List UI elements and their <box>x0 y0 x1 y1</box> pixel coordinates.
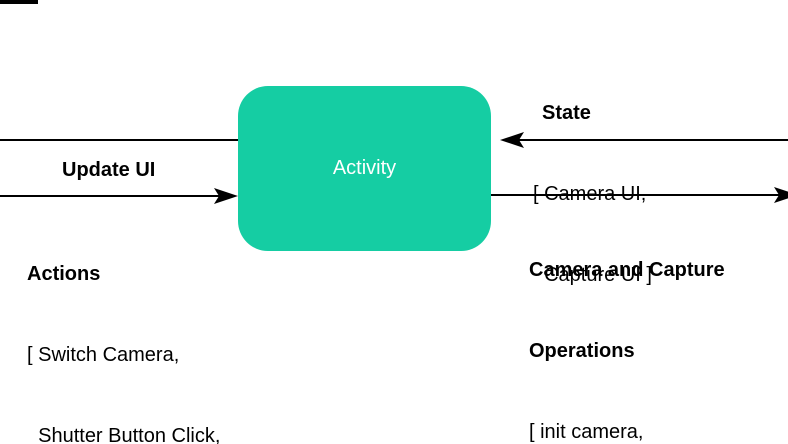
camera-ops-heading: Camera and Capture <box>529 259 725 281</box>
state-arrowhead-icon <box>500 132 524 148</box>
state-line: [ Camera UI, <box>533 183 647 205</box>
update-ui-label: Update UI <box>62 103 155 238</box>
top-left-crop-artifact <box>0 0 38 4</box>
camera-ops-label: Camera and Capture Operations [ init cam… <box>529 203 725 444</box>
state-heading: State <box>542 102 591 124</box>
actions-line: Shutter Button Click, <box>27 425 221 444</box>
camera-ops-heading: Operations <box>529 340 635 362</box>
camera-ops-line: [ init camera, <box>529 421 644 443</box>
state-label: State [ Camera UI, Capture UI ] <box>533 46 652 343</box>
update-ui-heading: Update UI <box>62 159 156 181</box>
state-line: Capture UI ] <box>533 264 652 286</box>
actions-label: Actions [ Switch Camera, Shutter Button … <box>27 207 269 444</box>
activity-node-label: Activity <box>332 157 397 179</box>
actions-heading: Actions <box>27 263 101 285</box>
actions-line: [ Switch Camera, <box>27 344 180 366</box>
camera-ops-arrowhead-icon <box>774 187 788 203</box>
activity-node: Activity <box>238 86 491 251</box>
actions-arrowhead-icon <box>214 188 238 204</box>
